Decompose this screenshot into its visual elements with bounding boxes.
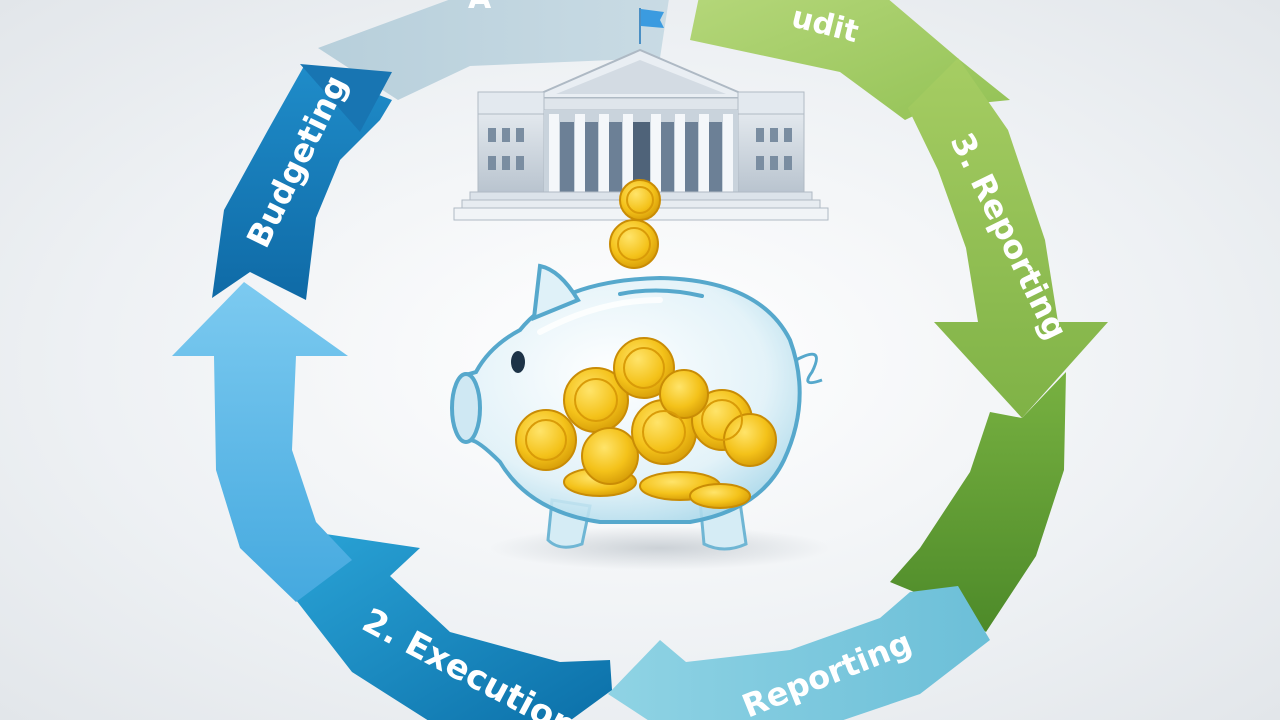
arrow-segment-top-left — [318, 0, 669, 100]
piggy-bank-icon — [450, 263, 830, 570]
arrow-segment-green-lower — [890, 372, 1066, 632]
arrow-segment-budgeting — [212, 66, 392, 300]
arrow-segment-execution — [296, 532, 612, 720]
coin-pile — [515, 337, 777, 509]
cycle-ring — [172, 0, 1108, 720]
flag-icon — [639, 8, 664, 44]
arrow-segment-light-left — [172, 282, 352, 602]
piggy-shadow — [490, 526, 830, 570]
arrow-segment-reporting-right — [908, 58, 1108, 418]
stage-label-top-left: A — [468, 0, 492, 16]
coin-icon — [609, 179, 661, 269]
arrow-tip-top-left — [300, 64, 392, 132]
arrow-segment-reporting-bottom — [608, 586, 990, 720]
